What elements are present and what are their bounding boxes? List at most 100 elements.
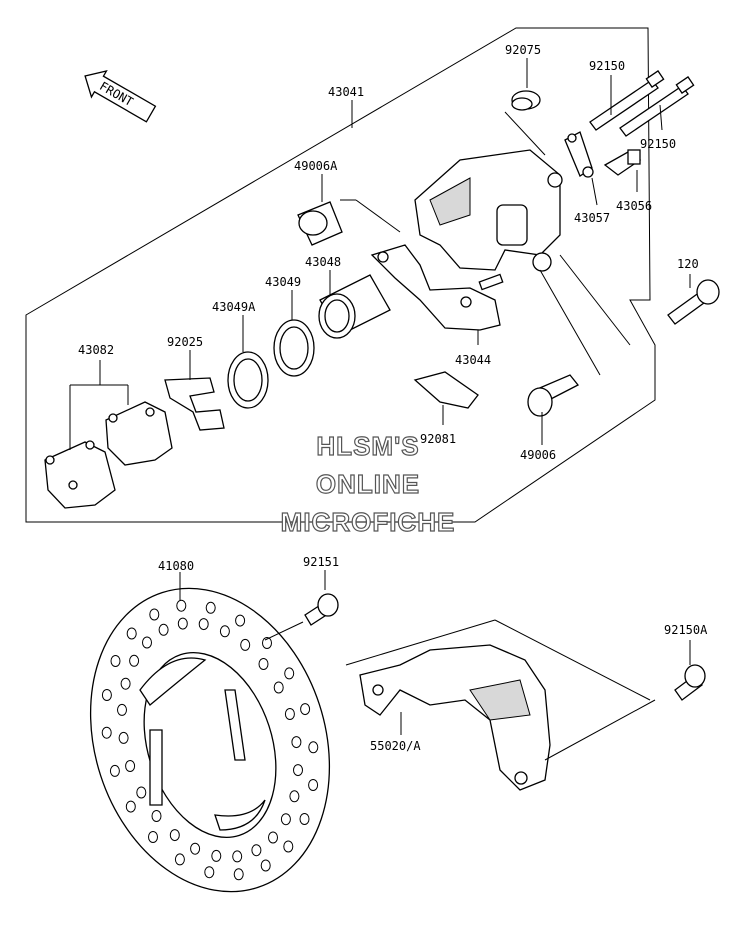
disc-hole [118,731,129,744]
watermark: HLSM'S ONLINE MICROFICHE [280,430,456,537]
disc-hole [120,677,131,690]
disc-holes [101,599,319,881]
disc-hole [101,726,112,739]
leader-lines [69,58,691,450]
brake-pad-outer [44,440,116,509]
disc-hole [268,831,278,844]
watermark-line-1: HLSM'S [316,431,419,461]
disc-hole [308,779,319,791]
bolt-92151 [304,593,339,626]
disc-hole [300,703,311,716]
pin-92150-a [589,70,665,131]
seal-43049A [227,351,269,409]
label-43049: 43049 [265,275,301,289]
disc-hole [284,708,295,720]
disc-hole [289,790,300,803]
disc-hole [291,736,302,749]
boot-49006A [297,201,343,246]
disc-hole [125,760,136,772]
disc-hole [240,638,251,651]
disc-hole [176,599,187,612]
bracket-55020A [359,644,551,791]
label-92151: 92151 [303,555,339,569]
label-43056: 43056 [616,199,652,213]
disc-hole [110,655,121,667]
bolt-92150A [674,664,706,701]
disc-hole [260,859,271,872]
callout-labels: 43041 92075 92150 92150 49006A 43057 430… [78,43,708,753]
seal-92075 [511,90,541,111]
disc-hole [169,829,180,842]
disc-hole [149,608,160,621]
disc-hole [198,618,209,631]
bolt-49006 [527,374,580,417]
disc-hole [205,601,216,614]
bolt-120 [667,279,720,325]
label-43041: 43041 [328,85,364,99]
label-41080: 41080 [158,559,194,573]
label-92025: 92025 [167,335,203,349]
label-120: 120 [677,257,699,271]
label-92150-a: 92150 [589,59,625,73]
label-49006: 49006 [520,448,556,462]
brake-disc [89,587,331,893]
disc-hole [109,764,120,777]
seal-43049 [273,319,315,377]
disc-hole [190,842,201,855]
label-43057: 43057 [574,211,610,225]
watermark-line-3: MICROFICHE [281,507,456,537]
label-55020A: 55020/A [370,739,421,753]
front-arrow-icon: FRONT [84,70,157,123]
caliper-group-outline [25,27,656,523]
disc-hole [211,849,222,862]
disc-hole [204,866,215,879]
disc-hole [258,658,269,670]
disc-hole [219,625,230,638]
bleeder-43056 [603,149,642,176]
label-43044: 43044 [455,353,491,367]
label-43049A: 43049A [212,300,256,314]
disc-hole [177,617,188,630]
disc-hole [136,786,147,799]
pad-spring-92025 [164,377,225,431]
disc-hole [158,623,169,636]
label-43048: 43048 [305,255,341,269]
disc-hole [251,844,262,857]
leader-lines-lower [179,570,691,761]
label-92075: 92075 [505,43,541,57]
disc-hole [293,764,303,777]
disc-hole [125,800,136,813]
label-92150-b: 92150 [640,137,676,151]
disc-hole [129,654,140,667]
disc-hole [235,614,246,627]
disc-hole [284,667,295,680]
label-92150A: 92150A [664,623,708,637]
disc-hole [308,741,319,754]
disc-hole [262,637,272,649]
disc-hole [280,813,291,826]
disc-hole [273,681,284,694]
disc-hole [142,636,152,649]
disc-hole [283,840,294,853]
disc-hole [151,810,162,822]
watermark-line-2: ONLINE [316,469,420,499]
disc-hole [233,868,244,881]
label-43082: 43082 [78,343,114,357]
label-92081: 92081 [420,432,456,446]
pin-92150-b [619,76,695,137]
label-49006A: 49006A [294,159,338,173]
link-43057 [564,131,594,178]
disc-hole [148,831,158,843]
disc-hole [299,813,310,825]
brake-pad-inner [105,401,173,466]
shim-92081 [413,371,479,409]
piston-43048 [318,274,391,339]
disc-hole [101,689,112,701]
caliper-body [414,149,563,272]
disc-hole [232,850,243,863]
caliper-bracket [370,244,504,331]
disc-hole [117,703,127,716]
disc-hole [174,853,185,866]
disc-hole [126,627,137,640]
